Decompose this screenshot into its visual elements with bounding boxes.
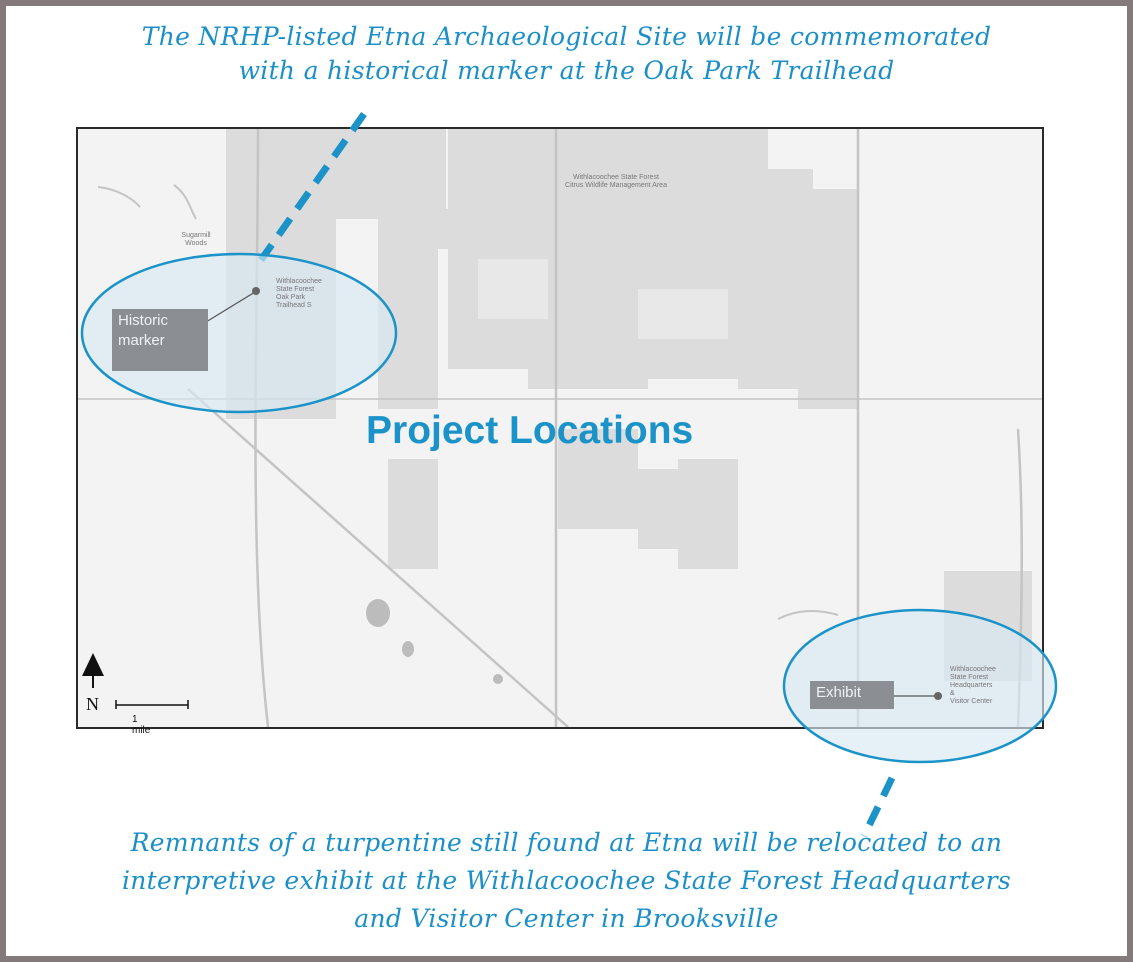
annotation-layer xyxy=(80,111,1058,838)
location-dot-icon[interactable] xyxy=(252,287,260,295)
lake-2 xyxy=(402,641,414,657)
trailhead-label: Withlacoochee State Forest Oak Park Trai… xyxy=(276,278,322,310)
lakes xyxy=(366,599,503,684)
historic-marker-box-line-2: marker xyxy=(118,332,165,349)
lake-3 xyxy=(493,674,503,684)
hq-label-line-2: State Forest xyxy=(950,674,989,681)
trailhead-label-line-3: Oak Park xyxy=(276,294,306,301)
forest-area-southwest xyxy=(388,459,438,569)
scale-label: 1 mile xyxy=(132,714,151,736)
historic-marker-box-line-1: Historic xyxy=(118,312,169,329)
page-sheet: The NRHP-listed Etna Archaeological Site… xyxy=(6,6,1127,956)
top-leader-line xyxy=(258,111,367,263)
top-caption: The NRHP-listed Etna Archaeological Site… xyxy=(6,20,1127,88)
bottom-caption-line-1: Remnants of a turpentine still found at … xyxy=(130,828,1003,857)
trailhead-label-line-2: State Forest xyxy=(276,286,315,293)
clearing-1 xyxy=(478,259,548,319)
top-caption-line-1: The NRHP-listed Etna Archaeological Site… xyxy=(141,22,992,51)
map-title: Project Locations xyxy=(366,409,694,452)
place-label-line-2: Woods xyxy=(185,240,207,247)
road-se-1 xyxy=(777,609,839,620)
road-west-curve xyxy=(254,129,270,727)
bottom-caption-line-2: interpretive exhibit at the Withlacooche… xyxy=(121,866,1011,895)
exhibit-box[interactable]: Exhibit xyxy=(810,681,894,709)
forest-area-nw xyxy=(226,129,446,219)
forest-label: Withlacoochee State Forest Citrus Wildli… xyxy=(526,174,706,190)
place-label-line-1: Sugarmill xyxy=(181,232,211,239)
lake-1 xyxy=(366,599,390,627)
road-nw-2 xyxy=(173,184,197,220)
north-letter: N xyxy=(86,694,99,714)
forest-area-west-strip xyxy=(378,219,438,409)
location-dot-icon[interactable] xyxy=(934,692,942,700)
bottom-caption-line-3: and Visitor Center in Brooksville xyxy=(354,904,779,933)
place-label: Sugarmill Woods xyxy=(176,232,216,248)
hq-label-line-4: Visitor Center xyxy=(950,698,993,705)
bottom-caption: Remnants of a turpentine still found at … xyxy=(6,824,1127,938)
north-arrow-icon xyxy=(82,653,104,676)
bottom-leader-line xyxy=(860,776,896,838)
road-nw-1 xyxy=(97,186,141,208)
clearing-2 xyxy=(638,289,728,339)
hq-label: Withlacoochee State Forest Headquarters … xyxy=(950,666,996,706)
forest-label-line-2: Citrus Wildlife Management Area xyxy=(565,182,667,189)
marker-pointer-line xyxy=(205,291,256,323)
top-caption-line-2: with a historical marker at the Oak Park… xyxy=(238,56,895,85)
road-diagonal xyxy=(187,388,569,727)
historic-marker-box[interactable]: Historic marker xyxy=(112,309,208,371)
hq-label-line-1: Withlacoochee xyxy=(950,666,996,673)
trailhead-label-line-4: Trailhead S xyxy=(276,302,312,309)
north-arrow-stem xyxy=(92,676,94,688)
forest-label-line-1: Withlacoochee State Forest xyxy=(573,174,659,181)
marker-callout-ellipse xyxy=(80,252,398,414)
clearing-areas xyxy=(478,259,728,339)
hq-label-line-3: Headquarters & xyxy=(950,682,993,697)
forest-area-center-east xyxy=(678,459,738,569)
trailhead-label-line-1: Withlacoochee xyxy=(276,278,322,285)
forest-area-main xyxy=(378,129,858,409)
exhibit-callout-ellipse xyxy=(782,608,1058,764)
